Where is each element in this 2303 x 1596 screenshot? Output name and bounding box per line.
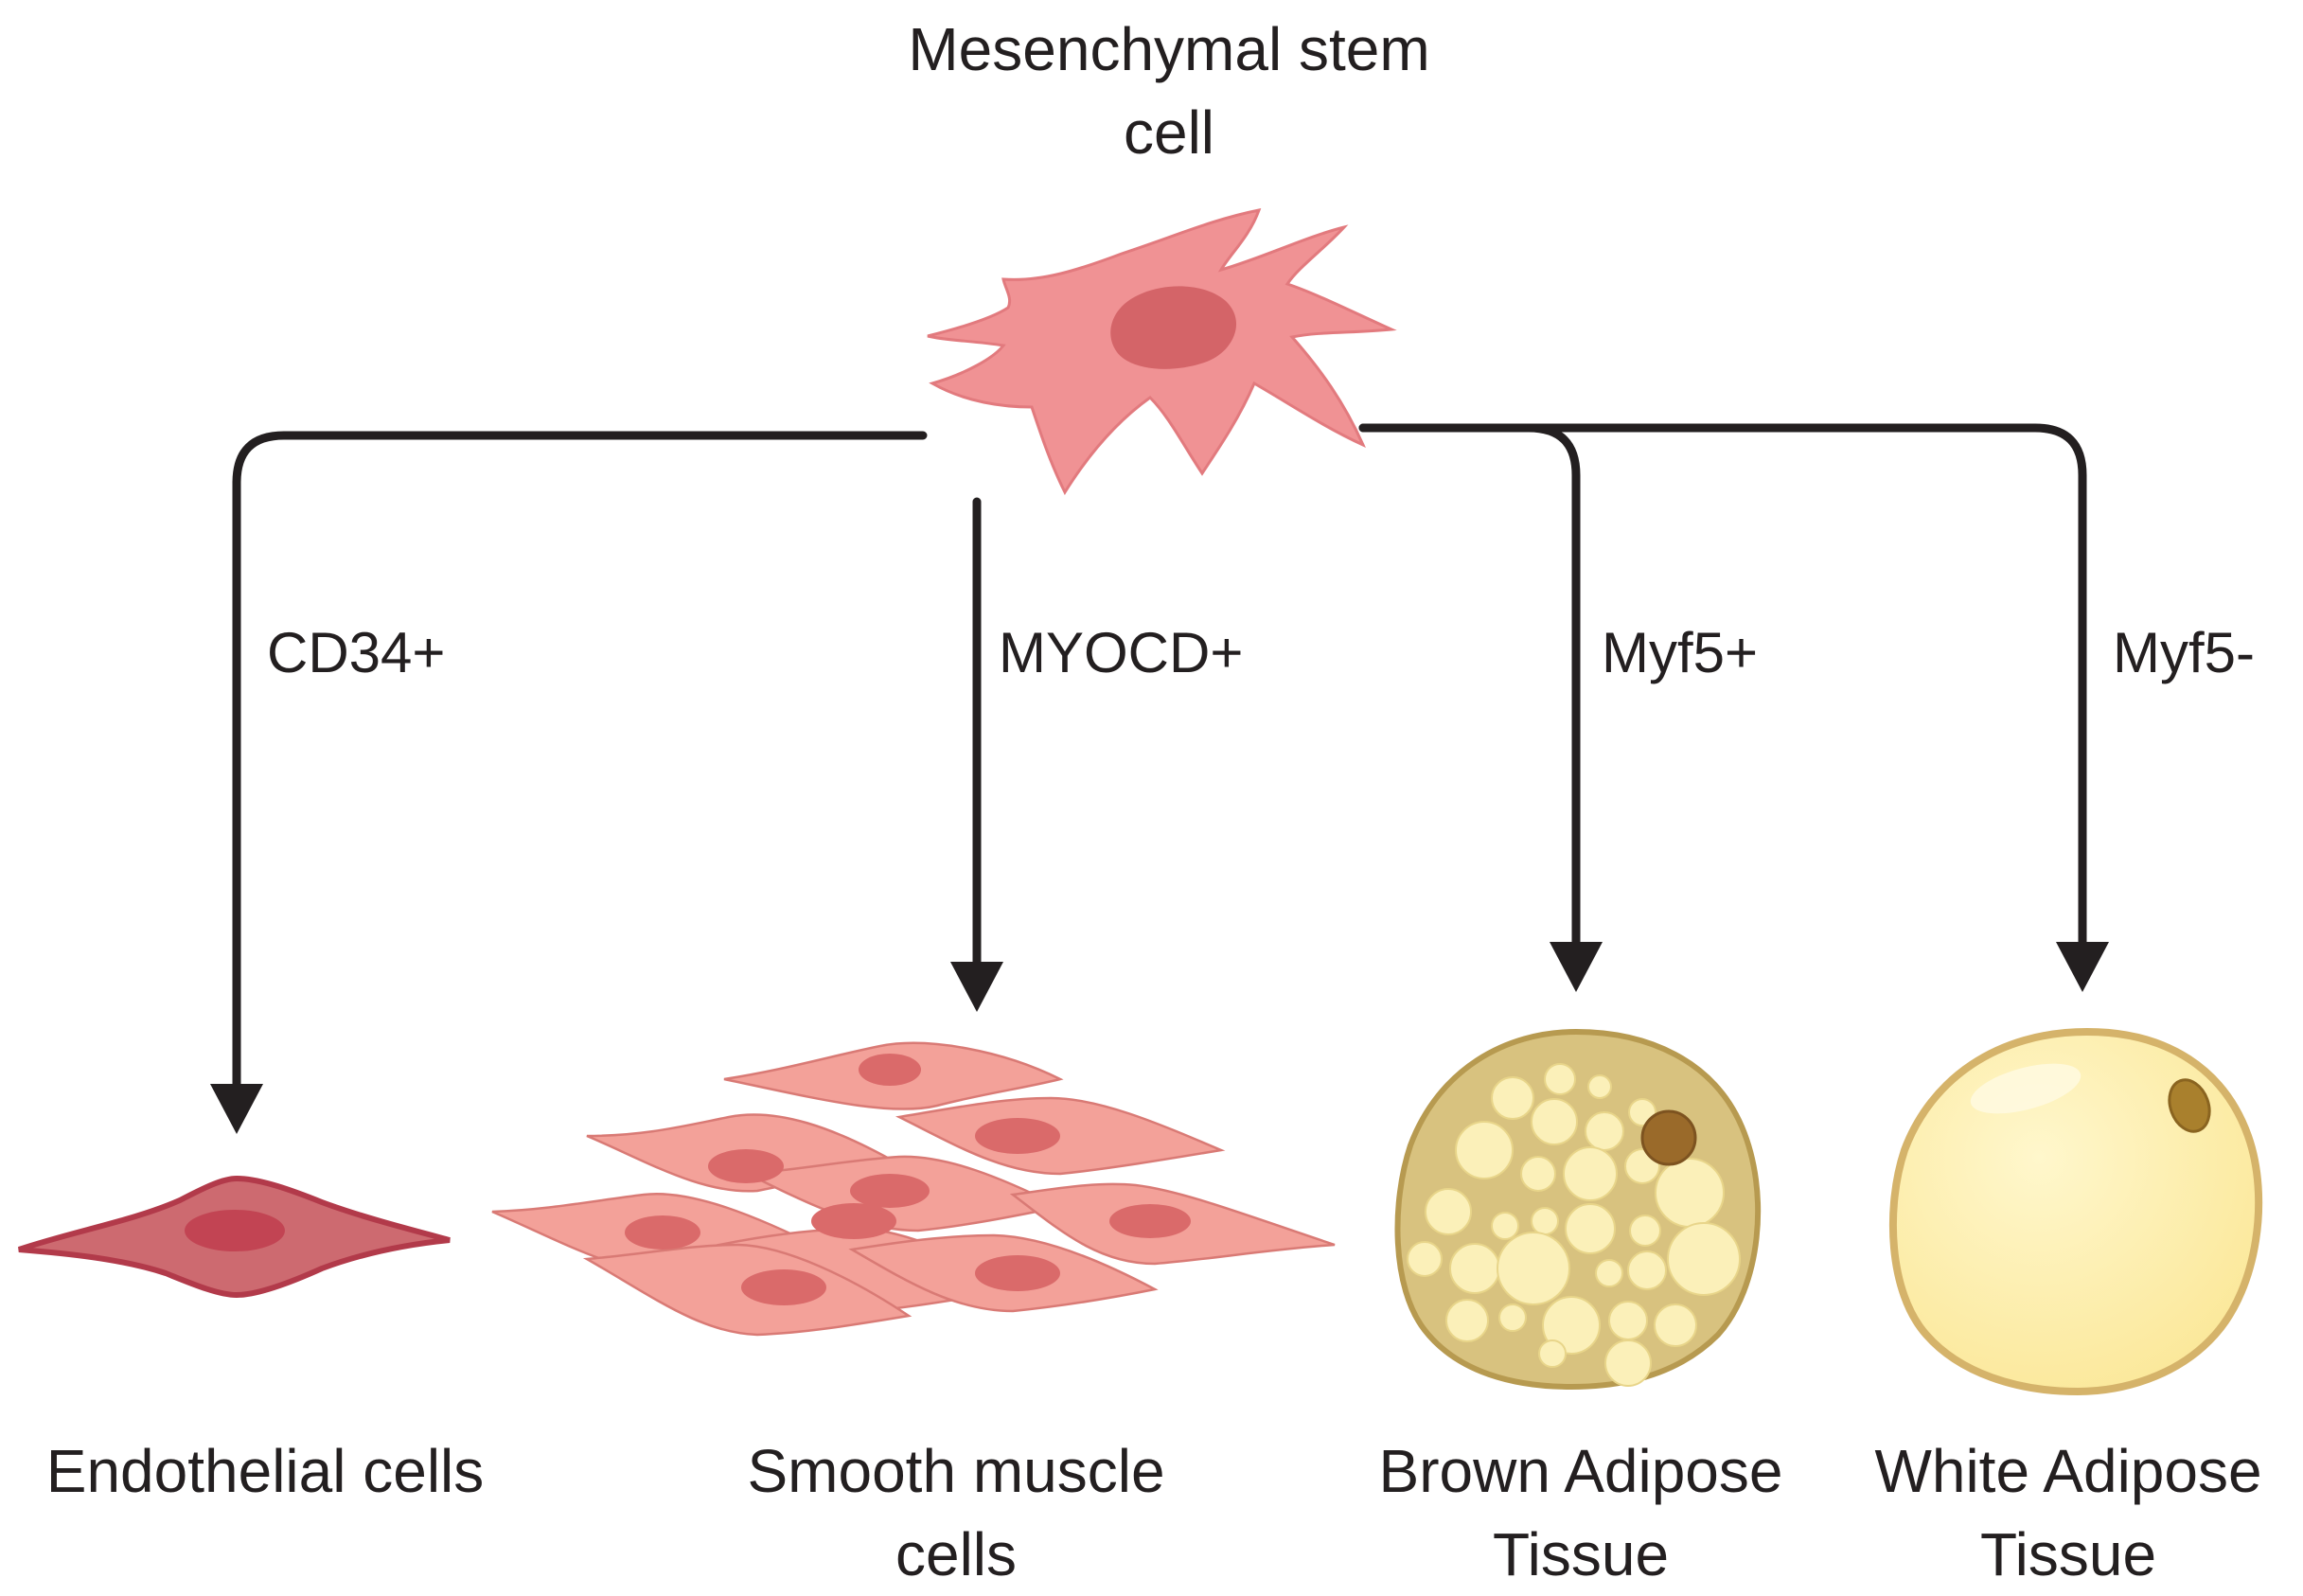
smooth-muscle-nucleus [741, 1269, 826, 1305]
smooth-muscle-nucleus [975, 1255, 1060, 1291]
smooth-muscle-nucleus [1109, 1204, 1191, 1238]
white-adipose-tissue-label: White Adipose Tissue [1836, 1429, 2300, 1596]
white-fat-membrane [1888, 1027, 2263, 1396]
white-adipose-tissue-label-line1: White Adipose [1874, 1437, 2262, 1505]
endothelial-nucleus [185, 1210, 285, 1251]
smooth-muscle-nucleus [811, 1203, 896, 1239]
smooth-muscle-nucleus [625, 1215, 700, 1250]
smooth-muscle-cells-label-line2: cells [895, 1520, 1018, 1588]
brown-fat-nucleus [1640, 1109, 1697, 1166]
brown-fat-droplets [1407, 1063, 1741, 1387]
white-fat-highlight [1970, 1063, 2082, 1114]
line-to-white-adipose [1358, 423, 2087, 951]
arrow-heads [210, 942, 2109, 1134]
line-to-brown-adipose [1358, 423, 1581, 951]
smooth-muscle-nucleus [850, 1174, 930, 1208]
smooth-muscle-nucleus [708, 1149, 784, 1183]
mesenchymal-stem-cell-illustration [927, 208, 1397, 496]
marker-cd34: CD34+ [267, 621, 446, 684]
smooth-muscle-nuclei [625, 1054, 1191, 1305]
smooth-muscle-nucleus [859, 1054, 921, 1086]
line-to-endothelial [232, 431, 928, 1093]
msc-nucleus [1110, 286, 1237, 369]
smooth-muscle-cells-label: Smooth muscle cells [691, 1429, 1221, 1596]
endothelial-cells-label: Endothelial cells [0, 1429, 530, 1513]
mesenchymal-stem-cell-label: Mesenchymal stem cell [857, 8, 1481, 174]
smooth-muscle-cells-label-line1: Smooth muscle [747, 1437, 1165, 1505]
brown-adipose-cell-illustration [1394, 1028, 1762, 1391]
arrowhead-smooth-muscle [950, 962, 1003, 1012]
brown-adipose-tissue-label-line1: Brown Adipose [1378, 1437, 1783, 1505]
white-fat-nucleus [2168, 1078, 2211, 1133]
marker-myocd: MYOCD+ [999, 621, 1244, 684]
smooth-muscle-nucleus [975, 1118, 1060, 1154]
endothelial-cells-label-line1: Endothelial cells [45, 1437, 485, 1505]
arrowhead-white-adipose [2056, 942, 2109, 992]
mesenchymal-stem-cell-label-line1: Mesenchymal stem [908, 15, 1430, 83]
arrowhead-brown-adipose [1550, 942, 1603, 992]
white-adipose-cell-illustration [1888, 1027, 2263, 1396]
brown-adipose-tissue-label: Brown Adipose Tissue [1325, 1429, 1836, 1596]
white-adipose-tissue-label-line2: Tissue [1979, 1520, 2157, 1588]
arrowhead-endothelial [210, 1084, 263, 1134]
mesenchymal-stem-cell-label-line2: cell [1123, 98, 1215, 167]
marker-myf5-positive: Myf5+ [1602, 621, 1759, 684]
brown-adipose-tissue-label-line2: Tissue [1492, 1520, 1670, 1588]
connector-lines [232, 423, 2087, 1093]
marker-myf5-negative: Myf5- [2113, 621, 2255, 684]
endothelial-cell-illustration [18, 1175, 451, 1299]
